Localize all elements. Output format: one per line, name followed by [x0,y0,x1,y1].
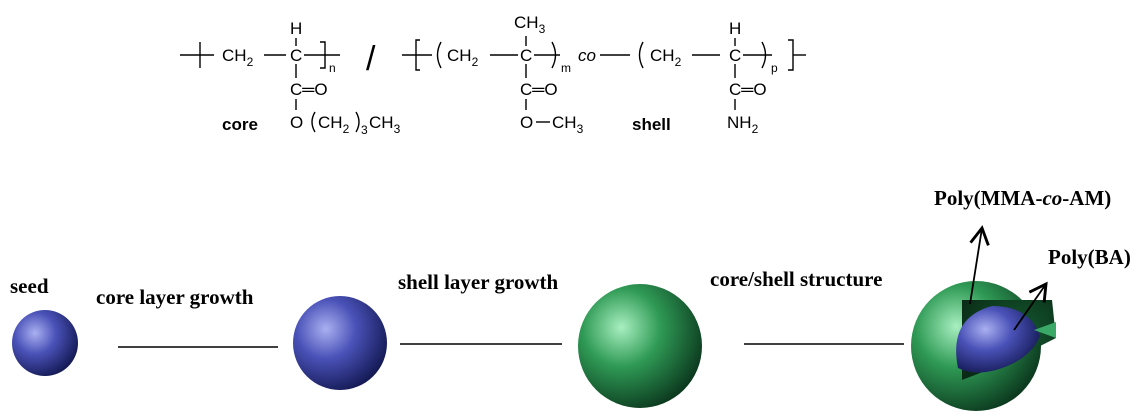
shell-annotation-arrow [969,225,990,305]
shell-repeat-p: p [771,61,778,75]
shell-mma-ch3: CH [514,13,539,32]
core-particle [293,296,387,390]
core-carbonyl: C═O [290,80,328,99]
seed-particle [12,310,78,376]
core-butyl-ch3-sub: 3 [394,122,401,136]
shell-particle [578,284,702,408]
core-ch2-subscript: 2 [247,55,254,69]
shell-am-carbonyl: C═O [729,80,767,99]
polymer-separator: / [366,40,376,78]
core-repeat-n: n [329,61,336,75]
shell-am-ch2: CH [650,46,675,65]
core-butyl-ch2: CH [318,113,343,132]
core-butyl-ch3: CH [369,113,394,132]
core-butyl-repeat: 3 [361,123,368,137]
shell-material-suffix: -AM) [1062,186,1111,210]
shell-am-c: C [729,46,741,65]
shell-am-nh2-sub: 2 [752,122,759,136]
core-polymer-formula: CH2 H C n C═O O CH2 3 CH3 core [180,19,401,137]
svg-text:CH2: CH2 [447,46,479,69]
shell-mma-methyl-sub: 3 [577,122,584,136]
shell-co-label: co [578,46,596,65]
shell-mma-ester-o: O [520,113,533,132]
svg-text:CH2: CH2 [650,46,682,69]
shell-mma-ch2-sub: 2 [472,55,479,69]
shell-repeat-m: m [561,61,571,75]
shell-polymer-formula: CH2 CH3 C m co C═O O CH3 CH2 H C p C═O N… [402,13,806,136]
svg-text:CH3: CH3 [514,13,546,36]
core-backbone-c: C [290,46,302,65]
svg-text:CH2: CH2 [318,113,350,136]
shell-mma-ch2: CH [447,46,472,65]
shell-mma-ch3-sub: 3 [539,22,546,36]
core-ester-o: O [290,113,303,132]
stage-core-growth-label: core layer growth [96,285,254,309]
shell-mma-methyl: CH [552,113,577,132]
core-h-atom: H [290,19,302,38]
shell-material-prefix: Poly(MMA- [934,186,1042,210]
shell-am-ch2-sub: 2 [675,55,682,69]
core-label: core [222,115,258,134]
stage-seed-label: seed [10,274,49,298]
shell-material-co: co [1042,186,1062,210]
svg-text:NH2: NH2 [727,113,759,136]
core-butyl-ch2-sub: 2 [343,122,350,136]
stage-shell-growth-label: shell layer growth [398,270,559,294]
svg-text:CH2: CH2 [222,46,254,69]
shell-am-h: H [729,19,741,38]
core-annotation-arrow [1013,281,1048,331]
shell-mma-c: C [520,46,532,65]
shell-am-nh2: NH [727,113,752,132]
core-ch2: CH [222,46,247,65]
core-material-label: Poly(BA) [1048,245,1131,269]
shell-material-label: Poly(MMA-co-AM) [934,186,1111,210]
core-shell-particle [911,281,1056,411]
shell-mma-carbonyl: C═O [520,80,558,99]
svg-text:CH3: CH3 [369,113,401,136]
svg-text:CH3: CH3 [552,113,584,136]
stage-core-shell-label: core/shell structure [710,267,882,291]
shell-label: shell [632,115,671,134]
